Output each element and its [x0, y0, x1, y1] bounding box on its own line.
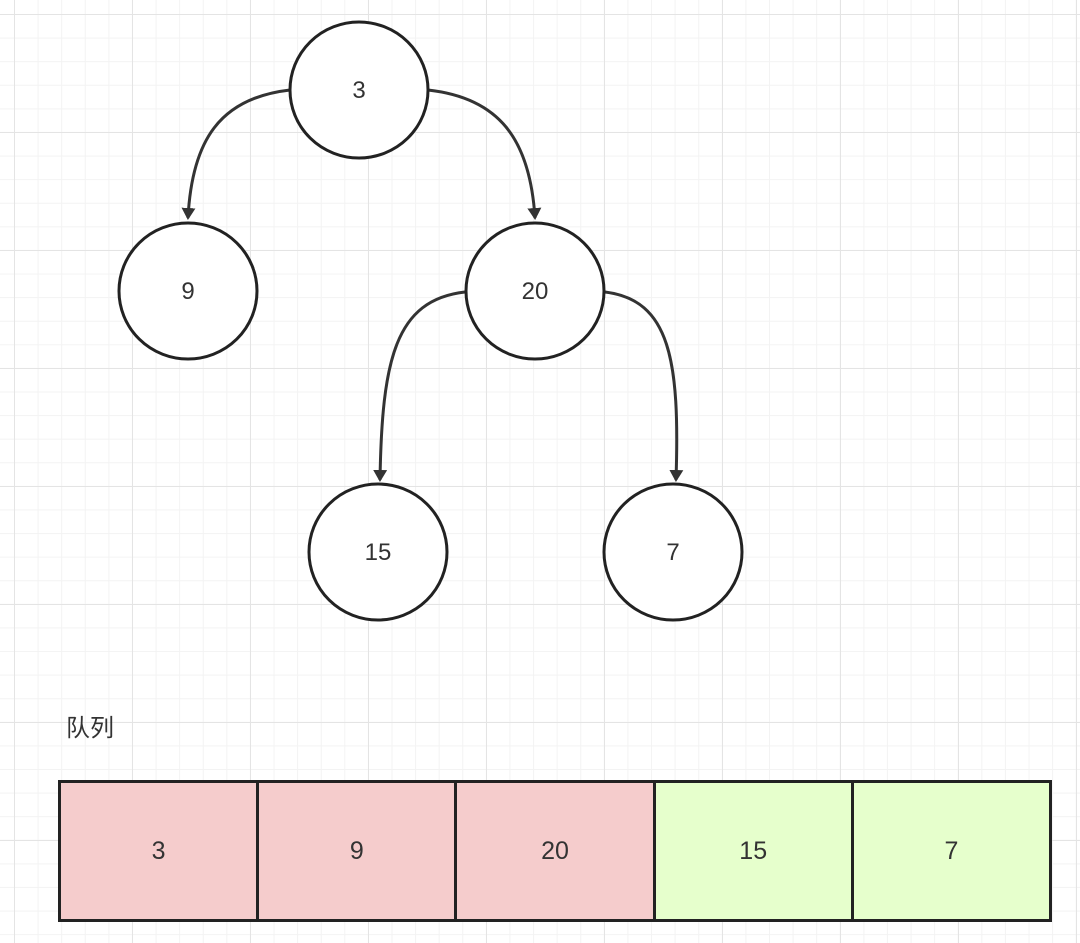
queue: 3 9 20 15 7 [58, 780, 1052, 922]
tree-node-20: 20 [464, 221, 606, 361]
node-label: 20 [522, 278, 549, 305]
node-label: 3 [352, 77, 365, 104]
edge-3-to-20 [427, 88, 542, 220]
queue-cell: 3 [61, 783, 260, 919]
edge-20-to-7 [604, 290, 684, 482]
node-label: 7 [666, 539, 679, 566]
queue-cell: 20 [457, 783, 656, 919]
tree-node-9: 9 [117, 221, 259, 361]
binary-tree: 3 9 20 15 7 [117, 20, 744, 622]
queue-cell: 9 [259, 783, 458, 919]
queue-cell: 7 [853, 783, 1050, 919]
tree-node-3: 3 [288, 20, 430, 160]
edge-20-to-15 [373, 290, 466, 482]
tree-node-15: 15 [307, 482, 449, 622]
node-label: 9 [181, 278, 194, 305]
tree-node-7: 7 [602, 482, 744, 622]
queue-cell: 15 [655, 783, 854, 919]
queue-title: 队列 [66, 714, 114, 742]
edge-3-to-9 [181, 88, 291, 220]
node-label: 15 [365, 539, 392, 566]
